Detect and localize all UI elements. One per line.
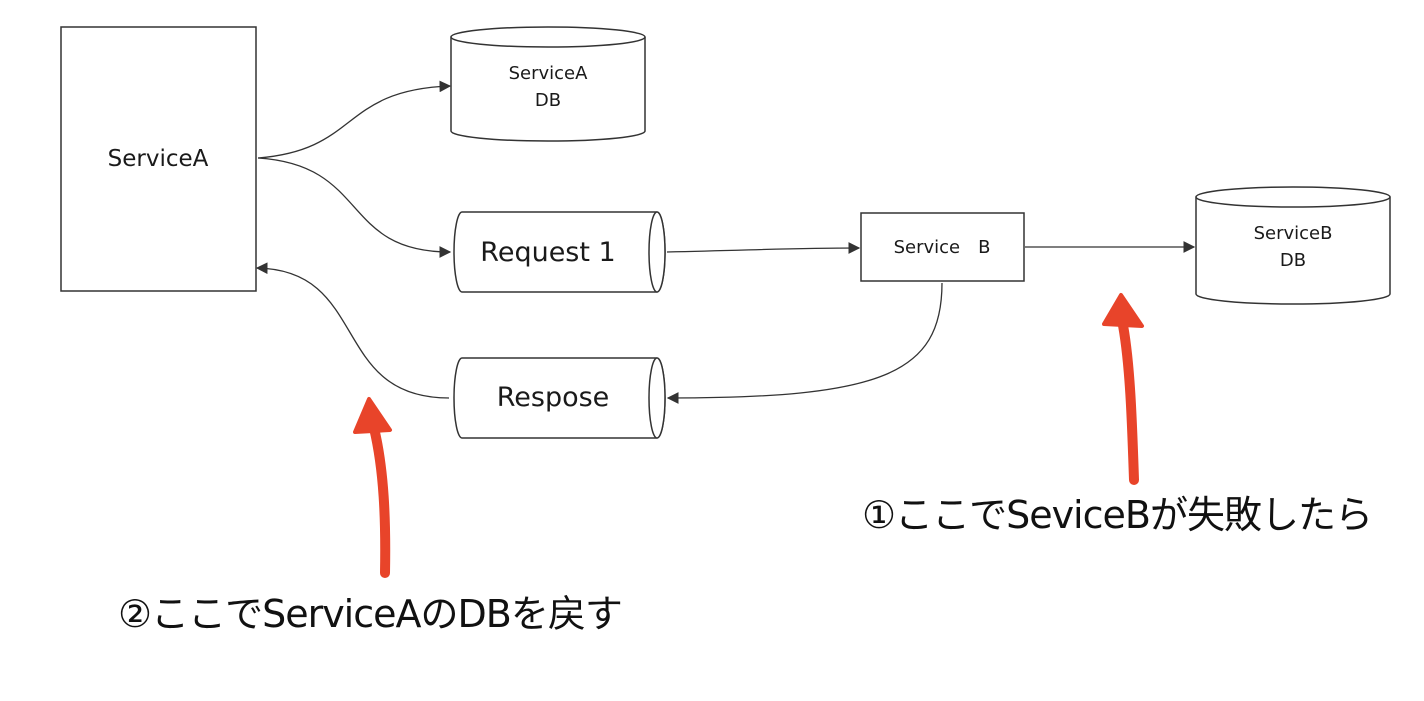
connector-request-to-serviceb (666, 242, 861, 254)
response-label: Respose (497, 382, 610, 413)
service-a-db-node: ServiceA DB (450, 26, 646, 142)
highlight-arrow-service-b-failure (1102, 293, 1144, 485)
service-a-db-label-line2: DB (535, 90, 561, 111)
connector-response-to-servicea (255, 262, 450, 399)
service-b-db-node: ServiceB DB (1195, 186, 1391, 305)
service-b-db-label-line2: DB (1280, 250, 1306, 271)
request-queue-node: Request 1 (453, 211, 666, 293)
response-queue-node: Respose (453, 357, 666, 439)
service-a-label: ServiceA (108, 146, 209, 172)
annotation-rollback-service-a-db: ②ここでServiceAのDBを戻す (118, 592, 623, 636)
service-a-node: ServiceA (60, 26, 257, 292)
annotation-service-b-failure: ①ここでSeviceBが失敗したら (862, 493, 1373, 537)
connectors (255, 80, 1196, 404)
request-label: Request 1 (480, 237, 615, 268)
service-b-node: Service B (860, 212, 1025, 282)
connector-servicea-to-servicea-db (257, 80, 452, 159)
connector-serviceb-to-response (666, 282, 943, 404)
connector-servicea-to-request (257, 157, 452, 258)
service-b-db-label-line1: ServiceB (1254, 223, 1333, 244)
highlight-arrow-rollback (353, 397, 392, 578)
service-b-label: Service B (894, 237, 991, 258)
highlight-arrows (353, 293, 1144, 578)
service-a-db-label-line1: ServiceA (509, 63, 589, 84)
